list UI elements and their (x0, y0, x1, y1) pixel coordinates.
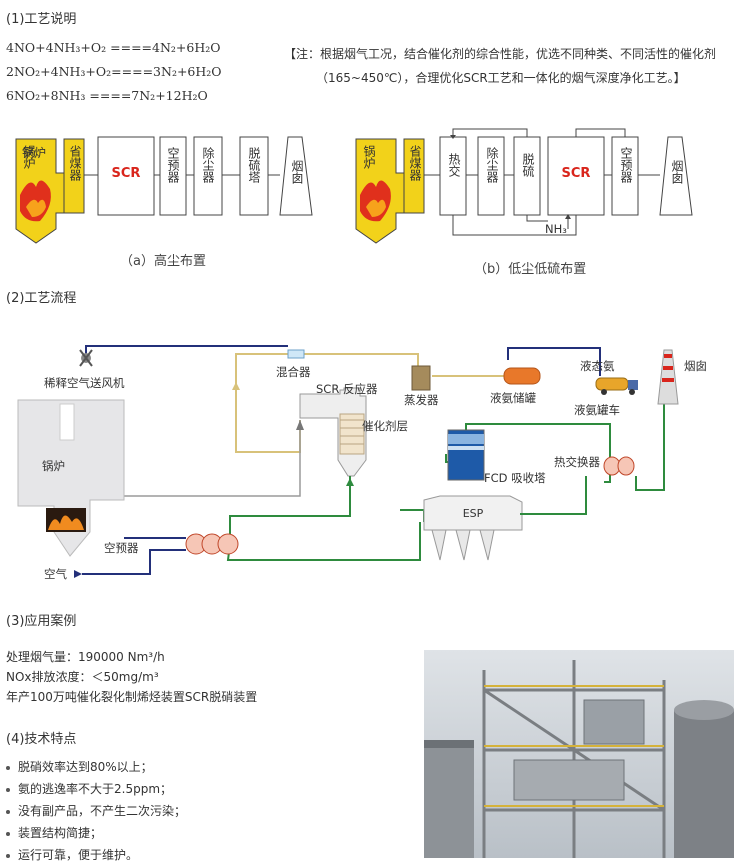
tanker-label: 液氨罐车 (574, 403, 620, 417)
ammonia-tank-icon (503, 367, 541, 385)
ammonia-tank-label: 液氨储罐 (490, 391, 536, 405)
preheater-exchanger-icon (185, 533, 239, 555)
layout-b-boiler-label: 锅炉 (362, 145, 376, 169)
layout-b-preheater-label: 空预器 (619, 147, 633, 183)
fan-label: 稀释空气送风机 (44, 376, 125, 390)
layout-a-chimney-label: 烟囱 (290, 160, 304, 184)
equation-3: 6NO₂+8NH₃ ====7N₂+12H₂O (6, 88, 208, 103)
tanker-truck-icon (595, 377, 638, 395)
layout-b-scr-label: SCR (561, 166, 591, 181)
layout-a-diagram: 锅炉 (15, 136, 313, 244)
layout-a-dust-label: 除尘器 (201, 147, 215, 183)
layout-b-dust-box (477, 136, 505, 216)
layout-b-dust-label: 除尘器 (485, 147, 499, 183)
mixer-icon (287, 349, 305, 359)
mixer-label: 混合器 (276, 365, 311, 379)
layout-b-diagram (355, 128, 693, 244)
layout-b-economizer-label: 省煤器 (408, 145, 422, 181)
feature-item: 运行可靠，便于维护。 (6, 846, 138, 863)
layout-b-preheater-box (611, 136, 639, 216)
layout-a-caption: （a）高尘布置 (120, 254, 206, 269)
layout-a-scr-box (97, 136, 155, 216)
layout-b-heat-ex-box (439, 136, 467, 216)
layout-a-desulf-label: 脱硫塔 (247, 147, 261, 183)
fan-icon (79, 349, 93, 367)
layout-a-preheater-box (159, 136, 187, 216)
layout-a-scr-label: SCR (111, 166, 141, 181)
installation-photo (424, 650, 734, 858)
layout-a-preheater-label: 空预器 (166, 147, 180, 183)
equation-2: 2NO₂+4NH₃+O₂====3N₂+6H₂O (6, 64, 222, 79)
fcd-label: FCD 吸收塔 (484, 471, 546, 485)
air-label: 空气 (44, 567, 67, 581)
liquid-ammonia-label: 液态氨 (580, 359, 615, 373)
equation-1: 4NO+4NH₃+O₂ ====4N₂+6H₂O (6, 40, 221, 55)
flow-flame-icon (48, 515, 84, 530)
layout-a-boiler-label: 锅炉 (22, 145, 36, 169)
section-2-heading: (2)工艺流程 (6, 291, 77, 306)
evaporator-icon (411, 365, 431, 391)
layout-b-desulf-box (513, 136, 541, 216)
flow-chimney-icon (657, 349, 679, 405)
heat-exchanger-icon (603, 456, 635, 476)
esp-shape (423, 495, 523, 531)
esp-label: ESP (462, 507, 484, 520)
note-line-2: （165~450℃），合理优化SCR工艺和一体化的烟气深度净化工艺。】 (316, 71, 686, 85)
feature-item: 没有副产品，不产生二次污染； (6, 802, 186, 819)
scr-reactor-label: SCR 反应器 (316, 382, 378, 396)
feature-item: 脱硝效率达到80%以上； (6, 758, 153, 775)
layout-b-desulf-label: 脱硫 (521, 153, 535, 177)
layout-b-chimney-label: 烟囱 (670, 160, 684, 184)
layout-a-economizer-label: 省煤器 (68, 145, 82, 181)
layout-a-dust-box (193, 136, 223, 216)
layout-diagrams: 锅炉 (15, 128, 693, 244)
layout-a-chimney-shape (279, 136, 313, 216)
process-flow-diagram (17, 345, 679, 578)
preheater-label: 空预器 (104, 541, 139, 555)
feature-item: 装置结构简捷； (6, 824, 102, 841)
catalyst-label: 催化剂层 (362, 419, 408, 433)
evaporator-label: 蒸发器 (404, 393, 439, 407)
layout-b-caption: （b）低尘低硫布置 (474, 262, 587, 277)
layout-a-desulf-box (239, 136, 269, 216)
stat-project: 年产100万吨催化裂化制烯烃装置SCR脱硝装置 (6, 690, 258, 704)
flow-boiler-shape (17, 399, 125, 557)
section-3-heading: (3)应用案例 (6, 614, 77, 629)
layout-b-heat-ex-label: 热交 (447, 153, 461, 177)
section-4-heading: (4)技术特点 (6, 732, 77, 747)
flow-chimney-label: 烟囱 (684, 359, 707, 373)
section-1-heading: (1)工艺说明 (6, 12, 77, 27)
flow-boiler-label: 锅炉 (42, 459, 65, 473)
feature-item: 氨的逃逸率不大于2.5ppm； (6, 780, 172, 797)
note-line-1: 【注：根据烟气工况，结合催化剂的综合性能，优选不同种类、不同活性的催化剂 (284, 47, 717, 61)
heat-exchanger-label: 热交换器 (554, 455, 600, 469)
stat-flue-gas: 处理烟气量：190000 Nm³/h (6, 650, 165, 664)
layout-b-scr-box (547, 136, 605, 216)
layout-b-nh3-label: NH₃ (545, 222, 567, 236)
layout-b-chimney-shape (659, 136, 693, 216)
stat-nox: NOx排放浓度：＜50mg/m³ (6, 670, 159, 684)
layout-a-boiler-label: 锅炉 (22, 145, 46, 160)
